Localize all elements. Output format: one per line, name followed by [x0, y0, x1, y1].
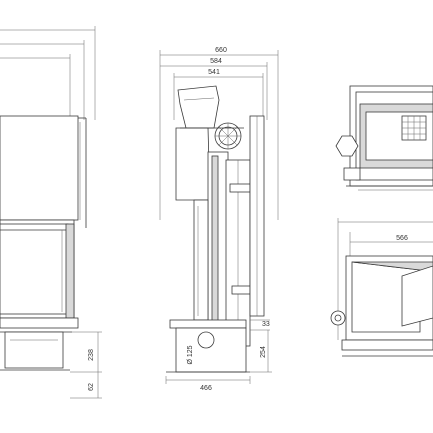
front-dim-238: 238 — [88, 349, 95, 361]
side-dim-flue-diameter: Ø 125 — [187, 345, 194, 364]
bottom-plan-view: 566 — [330, 218, 433, 357]
side-dim-541: 541 — [208, 69, 220, 76]
side-dim-584: 584 — [210, 58, 222, 65]
front-dim-62: 62 — [88, 383, 95, 391]
side-dim-33: 33 — [262, 321, 270, 328]
top-plan-view — [335, 85, 433, 191]
side-dim-254: 254 — [260, 346, 267, 358]
side-dim-466: 466 — [200, 385, 212, 392]
side-view: 660 584 541 466 — [159, 47, 279, 392]
side-dim-660: 660 — [215, 47, 227, 54]
front-view: 238 62 — [0, 26, 102, 399]
plan-dim-566: 566 — [396, 235, 408, 242]
